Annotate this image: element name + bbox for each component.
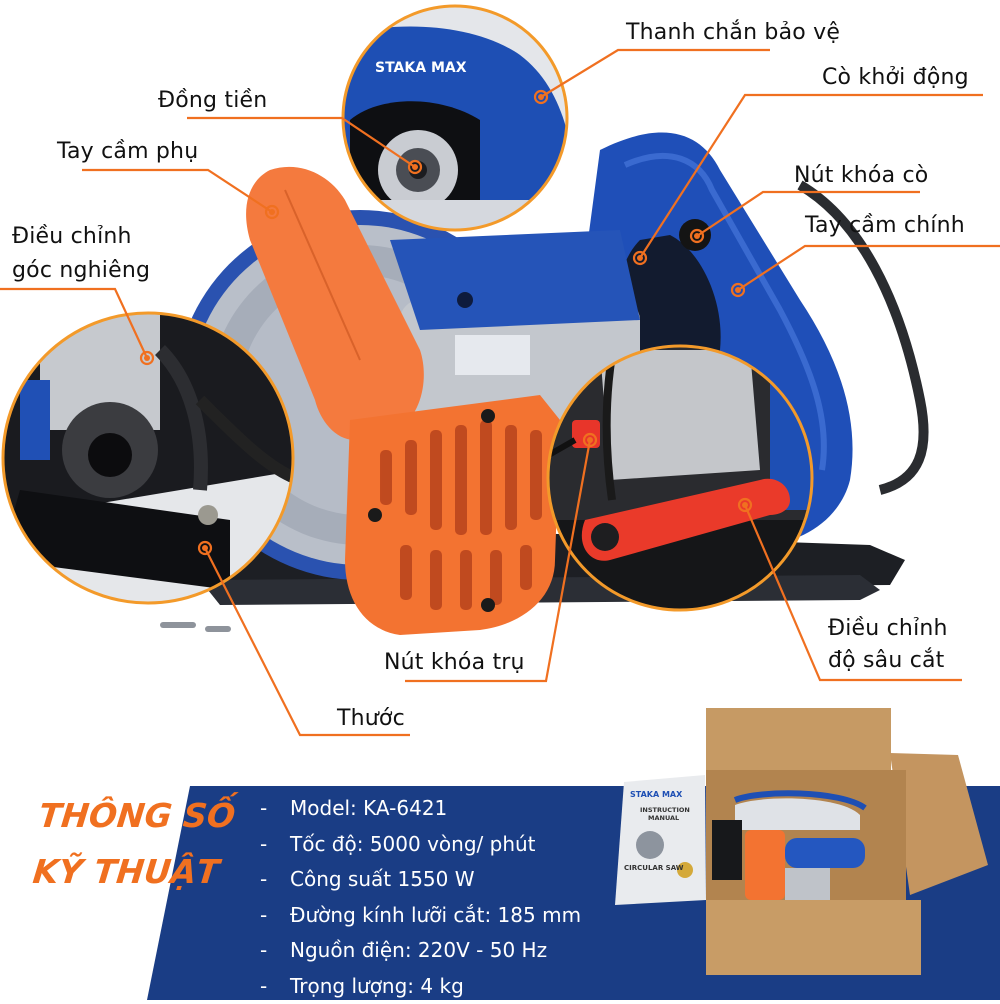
bullet-dash: - — [260, 933, 267, 969]
callout-tay-cam-phu: Tay cầm phụ — [57, 139, 198, 165]
callout-thuoc: Thước — [337, 706, 405, 732]
callout-dieu-chinh-do-sau-cat: Điều chỉnh độ sâu cắt — [828, 616, 948, 674]
instruction-manual: STAKA MAX INSTRUCTION MANUAL CIRCULAR SA… — [615, 775, 706, 905]
spec-item-speed: -Tốc độ: 5000 vòng/ phút — [256, 827, 581, 863]
spec-text: Đường kính lưỡi cắt: 185 mm — [290, 903, 581, 927]
callout-thanh-chan-bao-ve: Thanh chắn bảo vệ — [626, 20, 840, 46]
callout-line-1: Điều chỉnh — [828, 616, 948, 642]
spec-text: Model: KA-6421 — [290, 796, 447, 820]
callout-dieu-chinh-goc-nghieng: Điều chỉnh góc nghiêng — [12, 224, 150, 284]
spec-text: Trọng lượng: 4 kg — [290, 974, 464, 998]
spec-item-voltage: -Nguồn điện: 220V - 50 Hz — [256, 933, 581, 969]
callout-co-khoi-dong: Cò khởi động — [822, 65, 969, 91]
bullet-dash: - — [260, 898, 267, 934]
callout-line-2: góc nghiêng — [12, 258, 150, 284]
svg-text:STAKA MAX: STAKA MAX — [630, 790, 683, 799]
spec-item-power: -Công suất 1550 W — [256, 862, 581, 898]
spec-item-weight: -Trọng lượng: 4 kg — [256, 969, 581, 1004]
callout-nut-khoa-tru: Nút khóa trụ — [384, 650, 525, 676]
brand-logo: STAKA MAX — [375, 60, 467, 76]
svg-text:CIRCULAR SAW: CIRCULAR SAW — [624, 864, 684, 872]
callout-dong-tien: Đồng tiền — [158, 88, 267, 114]
specs-title-line-1: THÔNG SỐ — [36, 788, 238, 844]
svg-text:MANUAL: MANUAL — [648, 814, 679, 822]
svg-text:INSTRUCTION: INSTRUCTION — [640, 806, 690, 814]
callout-line-1: Điều chỉnh — [12, 224, 150, 250]
specs-title-line-2: KỸ THUẬT — [30, 844, 232, 900]
spec-item-blade-diameter: -Đường kính lưỡi cắt: 185 mm — [256, 898, 581, 934]
spec-text: Tốc độ: 5000 vòng/ phút — [290, 832, 536, 856]
specs-title: THÔNG SỐ KỸ THUẬT — [30, 788, 238, 900]
bullet-dash: - — [260, 791, 267, 827]
inset-blade-guard: STAKA MAX — [330, 0, 605, 240]
bullet-dash: - — [260, 969, 267, 1004]
callout-line-2: độ sâu cắt — [828, 648, 948, 674]
callout-nut-khoa-co: Nút khóa cò — [794, 163, 928, 189]
bullet-dash: - — [260, 862, 267, 898]
spec-text: Nguồn điện: 220V - 50 Hz — [290, 938, 547, 962]
callout-tay-cam-chinh: Tay cầm chính — [805, 213, 965, 239]
bullet-dash: - — [260, 827, 267, 863]
spec-item-model: -Model: KA-6421 — [256, 791, 581, 827]
specs-list: -Model: KA-6421 -Tốc độ: 5000 vòng/ phút… — [256, 791, 581, 1004]
spec-text: Công suất 1550 W — [290, 867, 475, 891]
